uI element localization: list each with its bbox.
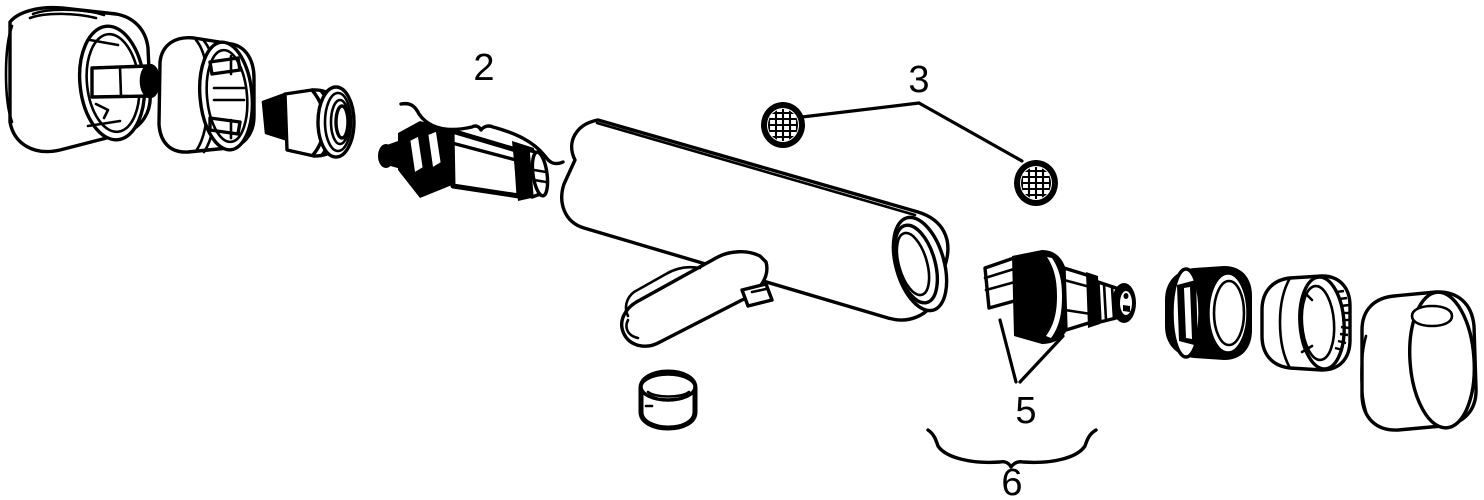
callout-2-group: 2: [399, 47, 565, 166]
callout-5-leader-left: [998, 318, 1018, 384]
part-faucet-body: [560, 118, 950, 348]
callout-6-number: 6: [1001, 462, 1022, 500]
callout-6-group: 6: [926, 428, 1098, 500]
part-mesh-filter-washer-lower: [1014, 160, 1058, 206]
part-handle-cap-right: [1360, 290, 1478, 432]
part-handle-adapter-ring: [157, 36, 256, 154]
callout-3-leader-left: [800, 101, 921, 119]
part-handle-cap-left: [4, 5, 161, 154]
part-splined-collar: [1260, 274, 1352, 372]
callout-5-group: 5: [998, 318, 1065, 432]
part-threaded-bonnet: [261, 85, 356, 159]
callout-2-number: 2: [473, 47, 494, 89]
callout-5-leader-right: [1018, 334, 1065, 384]
part-aerator-sleeve: [638, 369, 698, 431]
part-mesh-filter-washer-upper: [761, 102, 805, 148]
callout-5-number: 5: [1015, 390, 1036, 432]
callout-2-brace: [399, 101, 565, 166]
callout-6-brace: [926, 428, 1098, 469]
callout-3-leader-right: [917, 101, 1024, 163]
callout-3-group: 3: [800, 59, 1024, 163]
callout-3-number: 3: [908, 59, 929, 101]
part-valve-cartridge: [983, 250, 1136, 344]
part-hex-retaining-nut: [1165, 266, 1252, 360]
part-thermostatic-cartridge: [378, 121, 550, 201]
